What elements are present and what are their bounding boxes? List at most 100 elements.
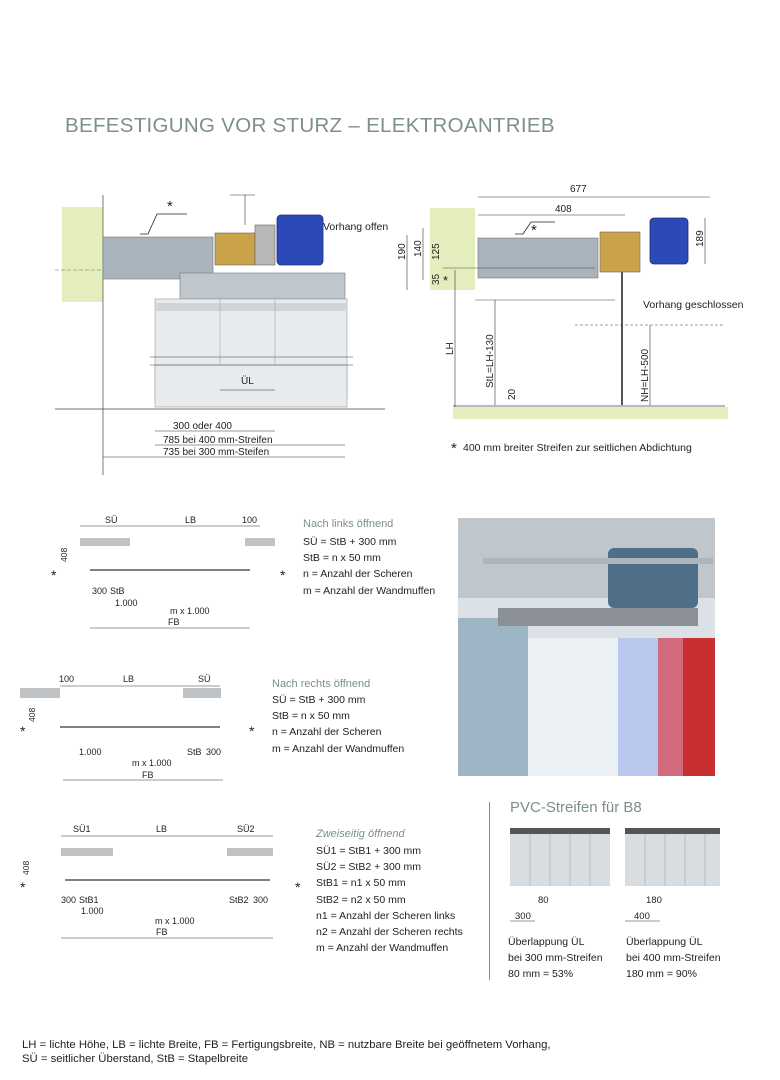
dim-190: 190: [397, 243, 408, 260]
legend: LH = lichte Höhe, LB = lichte Breite, FB…: [22, 1038, 762, 1066]
d3-su2: SÜ2: [237, 824, 255, 834]
legend-line-1: LH = lichte Höhe, LB = lichte Breite, FB…: [22, 1039, 551, 1051]
dim-677: 677: [570, 184, 587, 195]
dim-189: 189: [695, 230, 706, 247]
svg-text:*: *: [295, 879, 301, 895]
product-photo: [458, 518, 715, 776]
motor-side: [649, 217, 689, 265]
pvc-left-strips: 300 80: [510, 828, 610, 922]
d3-line-6: n2 = Anzahl der Scheren rechts: [316, 926, 463, 939]
d1-1000: 1.000: [115, 598, 138, 608]
d3-mx: m x 1.000: [155, 916, 195, 926]
d2-line-3: n = Anzahl der Scheren: [272, 726, 382, 739]
d3-heading: Zweiseitig öffnend: [316, 828, 405, 840]
d1-300: 300: [92, 586, 107, 596]
d1-heading: Nach links öffnend: [303, 518, 394, 530]
pvc-left-80: 80: [538, 895, 549, 906]
svg-text:*: *: [20, 723, 26, 739]
footnote-text: 400 mm breiter Streifen zur seitlichen A…: [463, 442, 692, 454]
pvc-divider: [489, 802, 490, 980]
pvc-right-cap-3: 180 mm = 90%: [626, 968, 697, 980]
vorhang-offen-label: Vorhang offen: [323, 221, 388, 233]
d2-300: 300: [206, 747, 221, 757]
dim-20: 20: [507, 388, 518, 400]
d1-stb: StB: [110, 586, 125, 596]
d3-line-5: n1 = Anzahl der Scheren links: [316, 909, 456, 922]
svg-text:*: *: [51, 567, 57, 583]
motor: [276, 214, 324, 266]
d3-lb: LB: [156, 824, 167, 834]
d3-line-2: SÜ2 = StB2 + 300 mm: [316, 861, 422, 874]
svg-text:*: *: [249, 723, 255, 739]
d3-stb1: StB1: [79, 895, 99, 905]
svg-text:*: *: [20, 879, 26, 895]
d3-su1: SÜ1: [73, 824, 91, 834]
diagram-left-opening: SÜ LB 100 408 * * 300 StB 1.000 m x 1.00…: [51, 515, 286, 629]
d3-408: 408: [21, 861, 31, 875]
d3-line-3: StB1 = n1 x 50 mm: [316, 877, 406, 890]
front-view-drawing: * Vorhang offen ÜL 300 oder 400 785 bei …: [55, 194, 388, 475]
bracket-arm: [102, 236, 214, 280]
diagram-right-opening: 100 LB SÜ 408 * * 1.000 StB 300 m x 1.00…: [20, 674, 255, 781]
d1-100: 100: [242, 515, 257, 525]
d3-stb2: StB2: [229, 895, 249, 905]
d2-mx: m x 1.000: [132, 758, 172, 768]
surface-star: *: [167, 198, 173, 215]
pvc-right-cap-2: bei 400 mm-Streifen: [626, 952, 721, 964]
d1-fb: FB: [168, 617, 180, 627]
pvc-right-strips: 400 180: [625, 828, 720, 922]
d3-line-4: StB2 = n2 x 50 mm: [316, 893, 406, 906]
d2-line-2: StB = n x 50 mm: [272, 710, 350, 723]
rail: [179, 272, 346, 300]
legend-line-2: SÜ = seitlicher Überstand, StB = Stapelb…: [22, 1053, 249, 1065]
dim-785: 785 bei 400 mm-Streifen: [163, 435, 273, 446]
ul-label: ÜL: [241, 375, 254, 387]
d2-fb: FB: [142, 770, 154, 780]
d1-line-2: StB = n x 50 mm: [303, 552, 381, 565]
svg-text:*: *: [451, 440, 457, 457]
page-title: BEFESTIGUNG VOR STURZ – ELEKTROANTRIEB: [65, 114, 555, 137]
d3-line-7: m = Anzahl der Wandmuffen: [316, 942, 449, 955]
wall-block: [62, 207, 103, 302]
d1-line-4: m = Anzahl der Wandmuffen: [303, 584, 436, 597]
pvc-left-cap-3: 80 mm = 53%: [508, 968, 574, 980]
d1-mx: m x 1.000: [170, 606, 210, 616]
bracket-arm-side: [477, 237, 599, 279]
stl-label: StL=LH-130: [485, 334, 496, 388]
floor: [453, 407, 728, 419]
footnote-star-mark: *: [443, 273, 448, 288]
pvc-right-180: 180: [646, 895, 662, 906]
side-view-drawing: 677 408 * 190 140 125 35 189 * Vorhang g…: [397, 184, 744, 457]
d2-lb: LB: [123, 674, 134, 684]
d3-line-1: SÜ1 = StB1 + 300 mm: [316, 845, 422, 857]
pvc-right-400: 400: [634, 911, 650, 922]
vorhang-geschlossen-label: Vorhang geschlossen: [643, 299, 744, 311]
d3-1000: 1.000: [81, 906, 104, 916]
d2-heading: Nach rechts öffnend: [272, 678, 371, 690]
dim-140: 140: [413, 240, 424, 257]
d2-100: 100: [59, 674, 74, 684]
surface-star-2: *: [531, 222, 537, 239]
drive-unit: [214, 232, 256, 266]
d1-line-3: n = Anzahl der Scheren: [303, 568, 413, 581]
dim-735: 735 bei 300 mm-Steifen: [163, 447, 269, 458]
d2-1000: 1.000: [79, 747, 102, 757]
nh-label: NH=LH-500: [640, 348, 651, 402]
d3-300b: 300: [253, 895, 268, 905]
d3-300a: 300: [61, 895, 76, 905]
dim-300-400: 300 oder 400: [173, 421, 232, 432]
dim-408: 408: [555, 204, 572, 215]
d1-lb: LB: [185, 515, 196, 525]
pvc-left-300: 300: [515, 911, 531, 922]
d1-line-1: SÜ = StB + 300 mm: [303, 536, 397, 548]
d2-line-4: m = Anzahl der Wandmuffen: [272, 742, 405, 755]
d1-su: SÜ: [105, 515, 118, 525]
pvc-title: PVC-Streifen für B8: [510, 799, 642, 816]
pvc-right-cap-1: Überlappung ÜL: [626, 936, 703, 948]
dim-35: 35: [431, 273, 442, 285]
d2-su: SÜ: [198, 674, 211, 684]
svg-text:*: *: [280, 567, 286, 583]
lh-label: LH: [445, 342, 456, 355]
pvc-left-cap-2: bei 300 mm-Streifen: [508, 952, 603, 964]
wall-block: [430, 208, 475, 290]
